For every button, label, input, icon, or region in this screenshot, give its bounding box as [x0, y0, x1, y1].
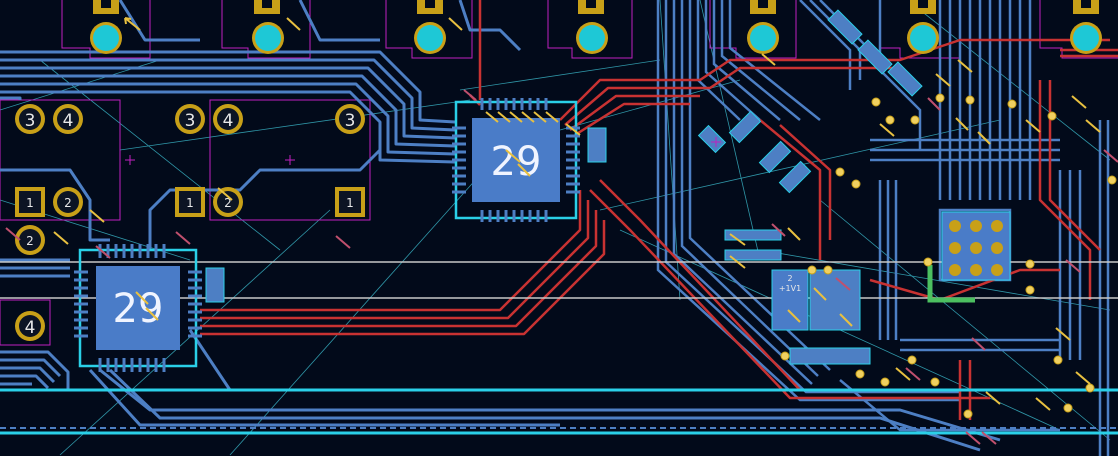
svg-text:4: 4 — [223, 111, 234, 131]
top-connector-pads[interactable] — [90, 0, 1102, 54]
pad-12: 4 — [15, 311, 45, 341]
pad-11: 2 — [15, 225, 45, 255]
small-passives[interactable] — [205, 9, 923, 365]
svg-text:4: 4 — [63, 111, 74, 131]
svg-text:3: 3 — [25, 111, 36, 131]
svg-text:+1V1: +1V1 — [779, 284, 801, 293]
ic-label-upper: 29 — [491, 139, 542, 185]
pad-6: 1 — [15, 187, 45, 217]
bga-component[interactable] — [927, 211, 1011, 303]
board-edges — [0, 261, 1118, 435]
bottom-copper-traces-right — [656, 0, 1110, 456]
svg-text:1: 1 — [186, 196, 194, 210]
net-arrows — [5, 17, 1118, 445]
pad-2: 4 — [53, 104, 83, 134]
svg-text:4: 4 — [25, 318, 36, 338]
pad-7: 2 — [53, 187, 83, 217]
svg-text:3: 3 — [185, 111, 196, 131]
numbered-pads[interactable]: 3 4 3 4 3 1 2 1 2 1 2 4 — [15, 104, 365, 341]
bottom-copper-traces — [0, 0, 1001, 452]
pad-10: 1 — [335, 187, 365, 217]
pad-5: 3 — [335, 104, 365, 134]
small-regulator[interactable]: 2 +1V1 — [771, 269, 809, 331]
svg-text:2: 2 — [26, 234, 34, 248]
ic-component-upper[interactable]: 29 — [452, 98, 580, 222]
svg-text:2: 2 — [224, 196, 232, 210]
top-copper-traces — [200, 0, 1118, 420]
svg-text:3: 3 — [345, 111, 356, 131]
pad-1: 3 — [15, 104, 45, 134]
svg-text:1: 1 — [26, 196, 34, 210]
ic-component-lower[interactable]: 29 — [74, 244, 202, 372]
svg-text:2: 2 — [64, 196, 72, 210]
pad-3: 3 — [175, 104, 205, 134]
svg-text:1: 1 — [346, 196, 354, 210]
vias[interactable] — [780, 93, 1117, 419]
crosshair-markers — [125, 137, 721, 165]
svg-text:2: 2 — [787, 274, 792, 283]
pad-9: 2 — [213, 187, 243, 217]
pad-4: 4 — [213, 104, 243, 134]
pad-8: 1 — [175, 187, 205, 217]
